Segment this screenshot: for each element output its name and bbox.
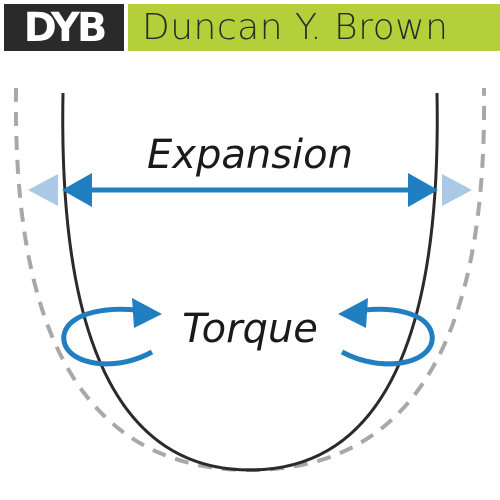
expansion-arrowhead-right: [408, 173, 438, 207]
logo: DYB: [4, 4, 124, 51]
expansion-label: Expansion: [147, 132, 353, 178]
expansion-arrowhead-left-light: [28, 174, 58, 206]
header: DYB Duncan Y. Brown: [0, 0, 500, 55]
arch-outline: [61, 92, 439, 472]
expansion-arrowhead-left: [62, 173, 92, 207]
expansion-arrowhead-right-light: [442, 174, 472, 206]
torque-arrow-left: [61, 306, 154, 367]
name-banner: Duncan Y. Brown: [128, 4, 500, 51]
torque-label: Torque: [182, 306, 318, 352]
author-name: Duncan Y. Brown: [142, 6, 449, 48]
torque-arrow-right: [340, 306, 435, 367]
torque-arrowhead-right: [338, 298, 368, 328]
torque-arrowhead-left: [132, 298, 162, 328]
logo-text: DYB: [23, 4, 108, 51]
